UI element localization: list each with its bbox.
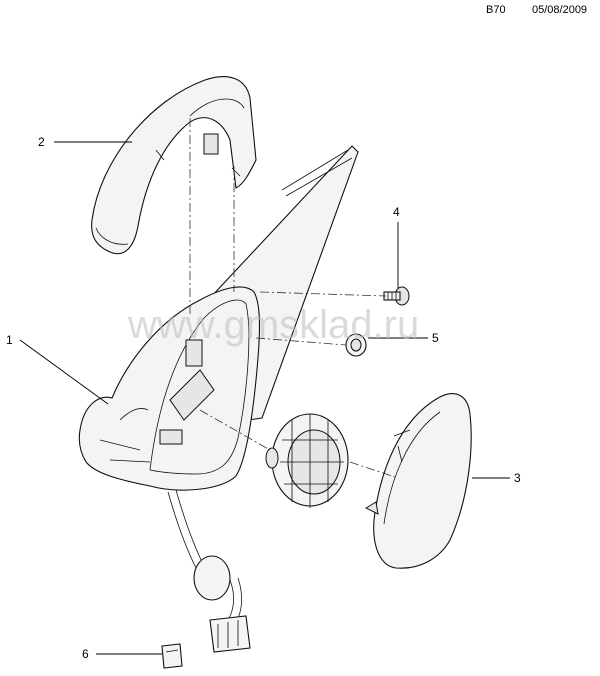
grommet-nut [345, 333, 367, 357]
leader-1 [19, 339, 109, 405]
callout-6: 6 [82, 647, 89, 661]
watermark-text: www.gmsklad.ru [127, 303, 419, 347]
callout-5: 5 [432, 331, 439, 345]
diagram-date: 05/08/2009 [532, 4, 588, 16]
diagram-code: B70 [486, 4, 506, 16]
mirror-housing [78, 286, 261, 491]
callout-1: 1 [6, 333, 13, 347]
mirror-cable [167, 489, 251, 653]
mirror-cover [91, 76, 257, 255]
callout-3: 3 [514, 471, 521, 485]
glass-actuator [265, 413, 349, 508]
assembly-lines [189, 118, 399, 479]
callout-4: 4 [393, 205, 400, 219]
screw [383, 286, 410, 306]
mirror-glass [364, 393, 472, 569]
callout-2: 2 [38, 135, 45, 149]
connector-clip [161, 643, 183, 669]
